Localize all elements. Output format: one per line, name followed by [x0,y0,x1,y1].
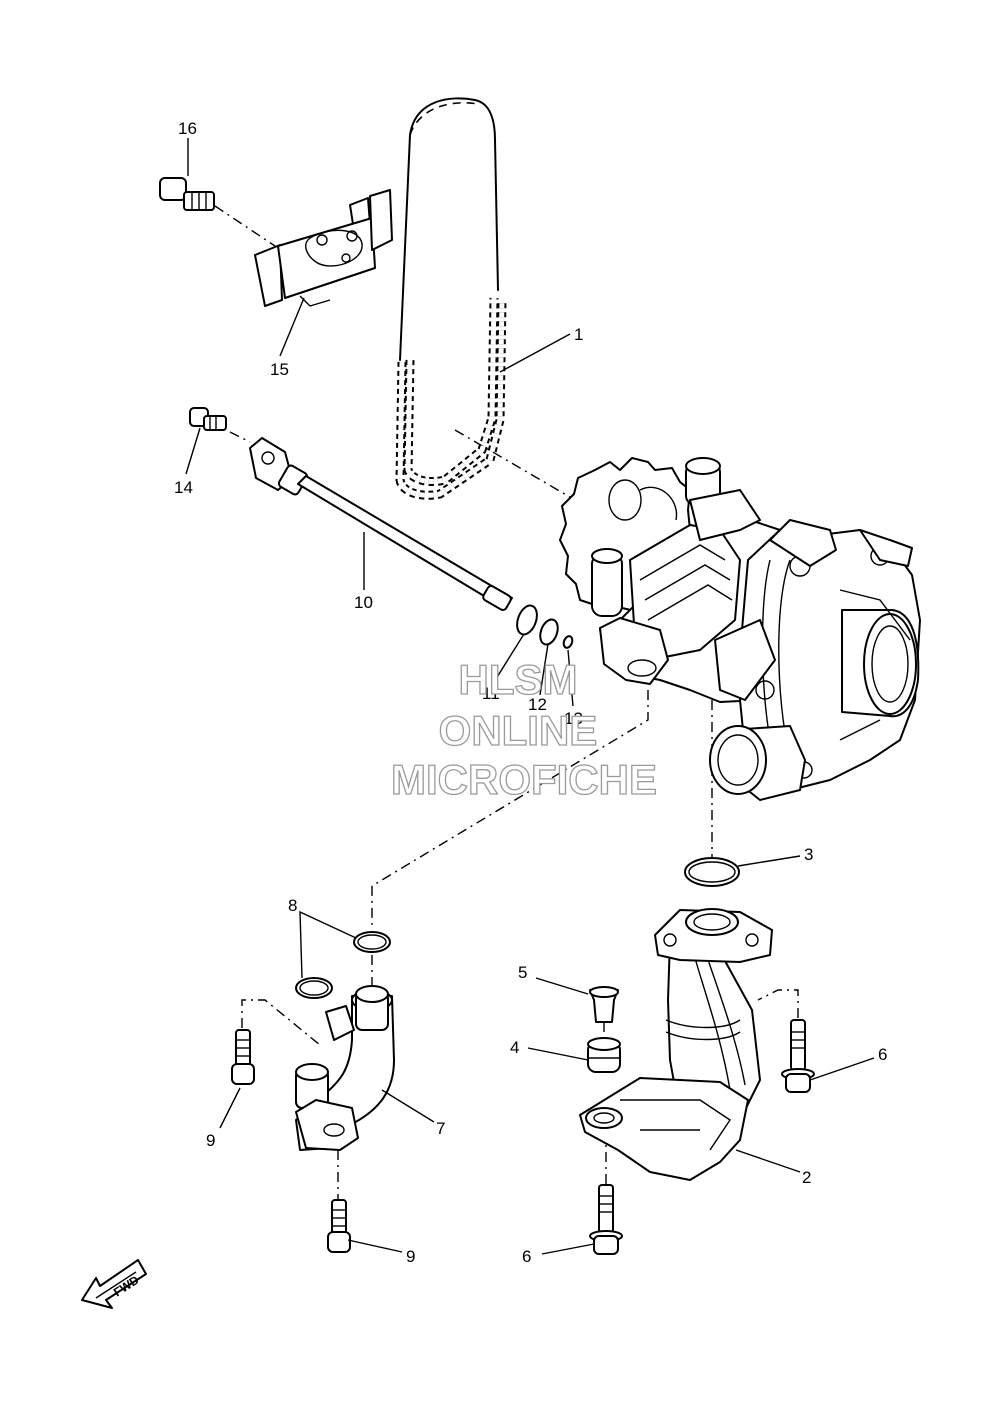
o-ring-11[interactable] [513,603,540,637]
callout-13: 13 [564,709,583,728]
callout-14: 14 [174,478,193,497]
chain-guide-bracket-15[interactable] [254,189,393,307]
callout-5: 5 [518,963,527,982]
oil-pipe-10[interactable] [249,437,513,611]
callout-6-lower: 6 [522,1247,531,1266]
callout-4: 4 [510,1038,519,1057]
bolt-6-right[interactable] [781,1019,815,1093]
o-ring-13[interactable] [562,635,574,649]
watermark-line-3: MICROFICHE [391,756,657,803]
callout-8: 8 [288,896,297,915]
callout-9-lower: 9 [406,1247,415,1266]
callout-9-upper: 9 [206,1131,215,1150]
bolt-16[interactable] [159,177,215,211]
oil-pump-assembly[interactable] [559,457,921,801]
callout-15: 15 [270,360,289,379]
bolt-9-lower[interactable] [327,1199,351,1253]
bolt-6-lower[interactable] [589,1184,623,1255]
callout-1: 1 [574,325,583,344]
screw-14[interactable] [189,407,227,431]
watermark-line-2: ONLINE [439,707,598,754]
o-ring-8-lower[interactable] [295,977,333,999]
pump-dowel [591,548,623,617]
callout-7: 7 [436,1119,445,1138]
o-ring-12[interactable] [537,617,561,647]
forward-direction-arrow: FWD [81,1259,147,1309]
grommet-4[interactable] [587,1037,621,1073]
callout-12: 12 [528,695,547,714]
collar-5[interactable] [589,986,619,1023]
pump-flange [599,617,669,685]
pump-housing [709,519,921,801]
watermark-line-1: HLSM [459,656,578,703]
callout-16: 16 [178,119,197,138]
callout-11: 11 [482,684,500,703]
o-ring-3[interactable] [684,857,740,887]
elbow-pipe-7[interactable] [295,985,395,1151]
callout-3: 3 [804,845,813,864]
bolt-9-upper[interactable] [231,1029,255,1085]
watermark: HLSM ONLINE MICROFICHE [390,655,657,803]
drive-chain-1[interactable] [395,97,507,500]
pump-rotor-stack [629,457,761,661]
oil-strainer-2[interactable] [579,908,773,1181]
callout-6-right: 6 [878,1045,887,1064]
callout-2: 2 [802,1168,811,1187]
o-ring-8-upper[interactable] [353,931,391,953]
callout-labels: 16 15 1 14 10 11 12 13 3 8 5 4 6 7 9 2 9… [174,119,887,1266]
callout-10: 10 [354,593,373,612]
leader-lines [185,138,875,1255]
